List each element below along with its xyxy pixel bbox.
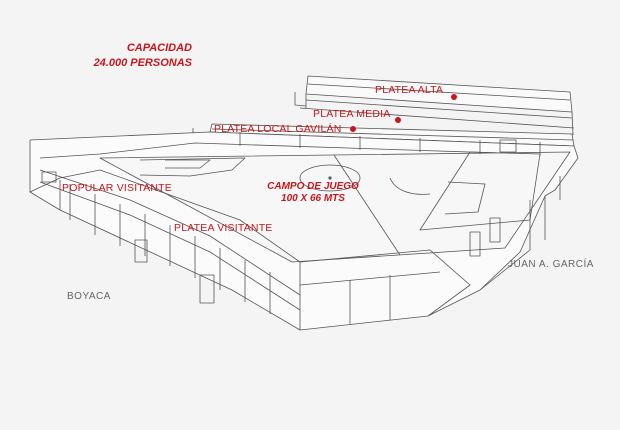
street-label-east: JUAN A. GARCÍA — [508, 259, 594, 270]
popular-visitante-label: POPULAR VISITANTE — [62, 182, 172, 194]
platea-media-label: PLATEA MEDIA — [313, 108, 391, 120]
field-line2: 100 X 66 MTS — [281, 193, 345, 204]
platea-media-marker — [395, 117, 401, 123]
field-line1: CAMPO DE JUEGO — [267, 181, 359, 192]
platea-local-marker — [350, 126, 356, 132]
street-label-west: BOYACA — [67, 291, 111, 302]
stadium-perimeter — [29, 131, 579, 331]
platea-alta-label: PLATEA ALTA — [375, 84, 444, 96]
field-label: CAMPO DE JUEGO 100 X 66 MTS — [258, 181, 368, 205]
capacity-line1: CAPACIDAD — [126, 42, 192, 54]
platea-alta-marker — [451, 94, 457, 100]
platea-local-label: PLATEA LOCAL GAVILÁN — [214, 123, 342, 135]
capacity-line2: 24.000 PERSONAS — [93, 57, 192, 69]
capacity-label: CAPACIDAD 24.000 PERSONAS — [66, 41, 192, 71]
upper-tier-structure — [294, 75, 575, 136]
platea-visitante-label: PLATEA VISITANTE — [174, 222, 273, 234]
